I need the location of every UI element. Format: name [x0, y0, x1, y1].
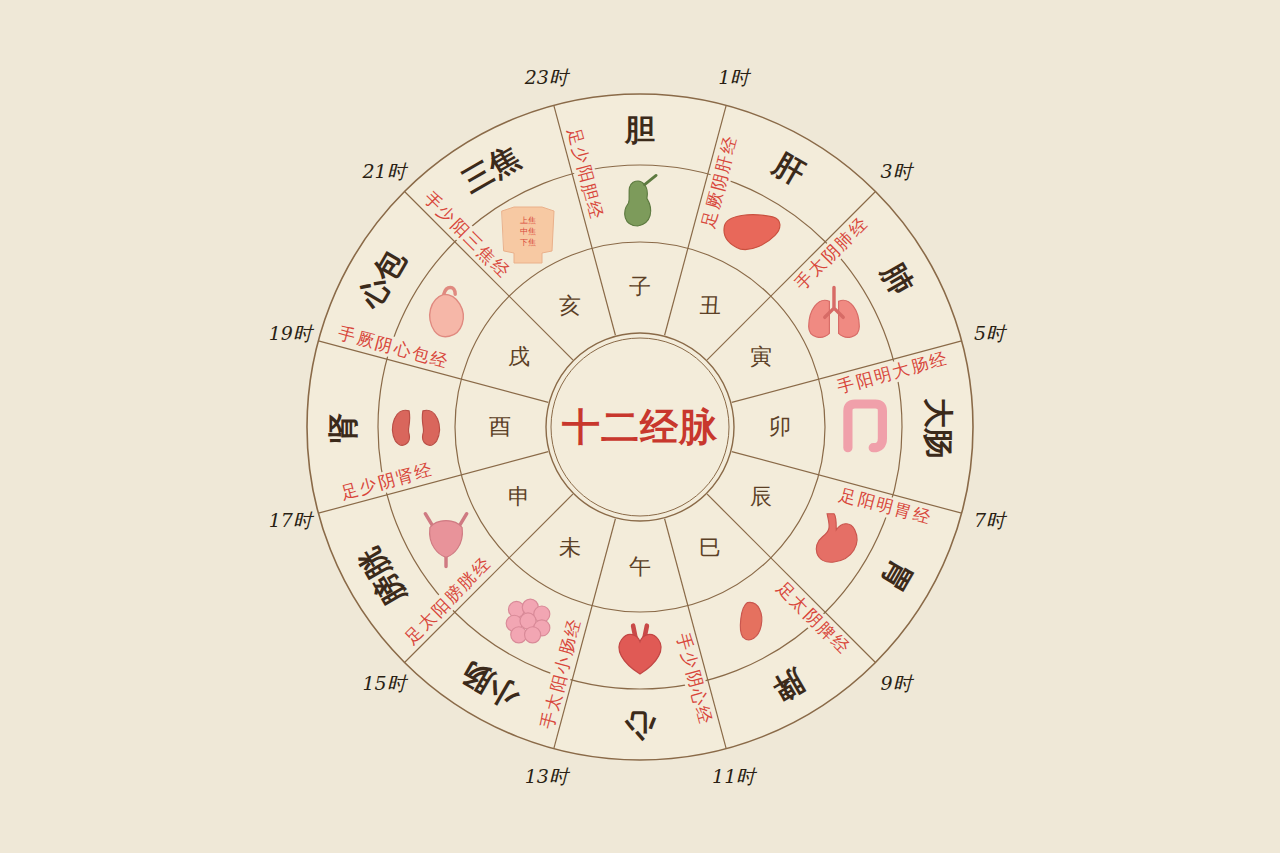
branch-name: 亥 — [559, 294, 581, 318]
organ-shape — [848, 404, 883, 448]
organ-name: 肾 — [326, 412, 359, 442]
branch-segment: 子 — [625, 272, 655, 303]
organ-shape — [425, 514, 466, 567]
organ-shape — [393, 410, 410, 445]
organ-icon — [430, 287, 464, 336]
center-ring — [546, 333, 734, 521]
sector-divider — [405, 494, 573, 662]
organ-icon — [809, 287, 860, 337]
organ-shape — [740, 602, 761, 640]
organ-icon — [816, 514, 857, 562]
hour-label: 19时 — [269, 323, 312, 344]
organ-shape — [809, 300, 830, 337]
hour-label: 17时 — [269, 510, 312, 531]
organ-shape — [645, 175, 657, 184]
hour-label: 21时 — [362, 161, 405, 182]
organ-shape — [430, 294, 464, 336]
organ-shape — [525, 627, 541, 643]
branch-name: 戌 — [508, 345, 530, 369]
organ-icon — [425, 514, 466, 567]
branch-segment: 丑 — [695, 290, 725, 321]
branch-segment: 巳 — [695, 533, 725, 564]
jiao-label: 中焦 — [520, 228, 536, 237]
organ-shape — [839, 300, 860, 337]
organ-icon — [502, 207, 554, 263]
sector-divider — [318, 452, 548, 514]
branch-segment: 戌 — [504, 342, 534, 373]
branch-name: 申 — [508, 485, 530, 509]
jiao-label: 上焦 — [520, 217, 536, 226]
organ-shape — [724, 215, 780, 250]
branch-name: 寅 — [750, 345, 772, 369]
hour-label: 11时 — [712, 766, 755, 787]
outer-ring — [307, 94, 973, 760]
branch-name: 午 — [629, 555, 651, 579]
branch-segment: 卯 — [765, 412, 795, 443]
branch-segment: 亥 — [555, 290, 585, 321]
branch-segment: 申 — [504, 482, 534, 513]
branch-segment: 辰 — [746, 482, 776, 513]
organ-shape — [625, 181, 651, 226]
hour-label: 5时 — [974, 323, 1005, 344]
organ-name: 心 — [625, 709, 655, 742]
organ-shape — [502, 207, 554, 263]
center-circle: 十二经脉 — [545, 332, 735, 522]
center-title: 十二经脉 — [562, 406, 718, 448]
branch-segment: 寅 — [746, 342, 776, 373]
branch-name: 卯 — [769, 415, 791, 439]
hour-label: 3时 — [880, 161, 911, 182]
organ-icon — [848, 404, 883, 448]
organ-shape — [444, 287, 456, 294]
sector-divider — [707, 494, 875, 662]
organ-segment: 胆 — [621, 110, 659, 149]
ring-line — [378, 165, 902, 689]
organ-icon — [393, 410, 440, 445]
sector-divider — [707, 192, 875, 360]
hour-label: 9时 — [880, 673, 911, 694]
hour-label: 7时 — [974, 510, 1005, 531]
branch-name: 子 — [629, 275, 651, 299]
organ-icon — [619, 626, 661, 674]
branch-segment: 午 — [625, 552, 655, 583]
branch-name: 巳 — [699, 536, 721, 560]
hour-label: 23时 — [525, 67, 568, 88]
branch-name: 辰 — [750, 485, 772, 509]
branch-name: 未 — [559, 536, 581, 560]
organ-name: 胆 — [625, 113, 655, 146]
hour-label: 13时 — [525, 766, 568, 787]
sector-divider — [732, 341, 962, 403]
sector-divider — [554, 105, 616, 335]
organ-icon — [506, 599, 550, 643]
sector-divider — [405, 192, 573, 360]
organ-segment: 大肠 — [919, 393, 958, 461]
organ-shape — [422, 410, 439, 445]
branch-segment: 未 — [555, 533, 585, 564]
hour-label: 15时 — [362, 673, 405, 694]
organ-icon — [724, 215, 780, 250]
organ-segment: 心 — [621, 706, 659, 745]
organ-name: 大肠 — [922, 397, 955, 457]
organ-shape — [430, 521, 463, 558]
branch-segment: 酉 — [485, 412, 515, 443]
organ-segment: 肾 — [323, 408, 362, 446]
organ-shape — [825, 287, 843, 317]
branch-name: 酉 — [489, 415, 511, 439]
sector-divider — [665, 519, 727, 749]
organ-shape — [816, 514, 857, 562]
organ-icon — [625, 175, 656, 226]
center-ring — [551, 338, 729, 516]
organ-shape — [619, 634, 661, 674]
branch-name: 丑 — [699, 294, 721, 318]
organ-icon — [740, 602, 761, 640]
jiao-label: 下焦 — [520, 239, 536, 248]
hour-label: 1时 — [718, 67, 749, 88]
